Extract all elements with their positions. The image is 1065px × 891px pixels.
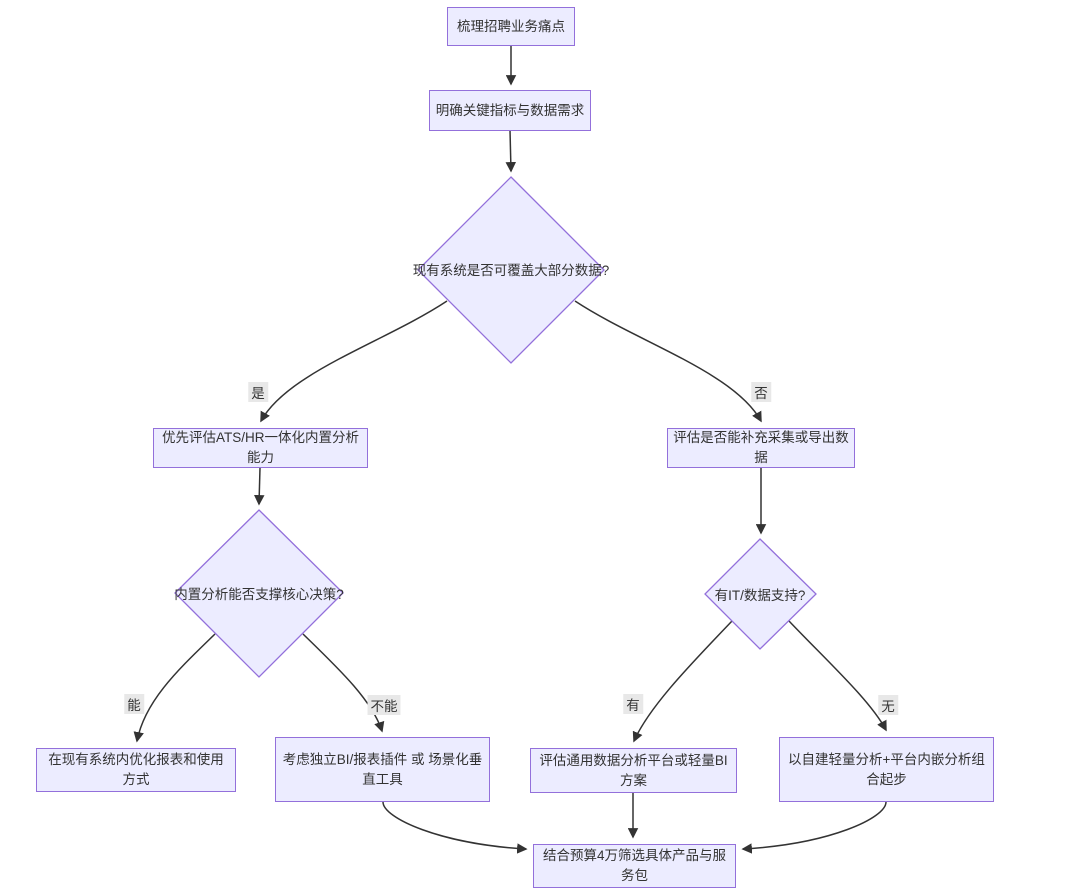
edge-ats-hr-to-builtin-decision [253, 467, 265, 506]
node-general-platform: 评估通用数据分析平台或轻量BI方案 [530, 748, 737, 793]
edge-independent-bi-to-budget [382, 801, 528, 854]
edge-builtin-can [133, 633, 216, 743]
decision-builtin-analysis-label: 内置分析能否支撑核心决策? [174, 587, 344, 602]
node-data-needs: 明确关键指标与数据需求 [429, 90, 591, 131]
decision-system-coverage-shape [417, 176, 605, 364]
edge-label-yes: 是 [248, 382, 268, 402]
edge-builtin-cannot [302, 633, 385, 733]
decision-builtin-analysis-shape [174, 509, 344, 678]
decision-it-support-shape [704, 538, 817, 650]
node-optimize-reports: 在现有系统内优化报表和使用方式 [36, 748, 236, 792]
decision-system-coverage-label: 现有系统是否可覆盖大部分数据? [412, 263, 610, 278]
edge-label-can: 能 [124, 694, 144, 714]
edge-label-have: 有 [623, 694, 643, 714]
edge-label-no: 否 [751, 382, 771, 402]
edge-it-support-yes [632, 620, 733, 743]
edge-self-built-to-budget [741, 801, 887, 854]
node-evaluate-supplement: 评估是否能补充采集或导出数据 [667, 428, 855, 468]
node-pain-points: 梳理招聘业务痛点 [447, 7, 575, 46]
edge-system-coverage-yes [260, 300, 448, 423]
node-budget-selection: 结合预算4万筛选具体产品与服务包 [533, 844, 736, 888]
node-self-built: 以自建轻量分析+平台内嵌分析组合起步 [779, 737, 994, 802]
edge-system-coverage-no [574, 300, 762, 423]
edge-label-none: 无 [878, 695, 898, 715]
node-independent-bi: 考虑独立BI/报表插件 或 场景化垂直工具 [275, 737, 490, 802]
node-evaluate-ats-hr: 优先评估ATS/HR一体化内置分析能力 [153, 428, 368, 468]
edge-label-cannot: 不能 [367, 695, 401, 715]
edge-it-support-no [788, 620, 887, 732]
edge-data-needs-to-system-coverage [505, 129, 517, 173]
decision-it-support-label: 有IT/数据支持? [714, 588, 806, 603]
